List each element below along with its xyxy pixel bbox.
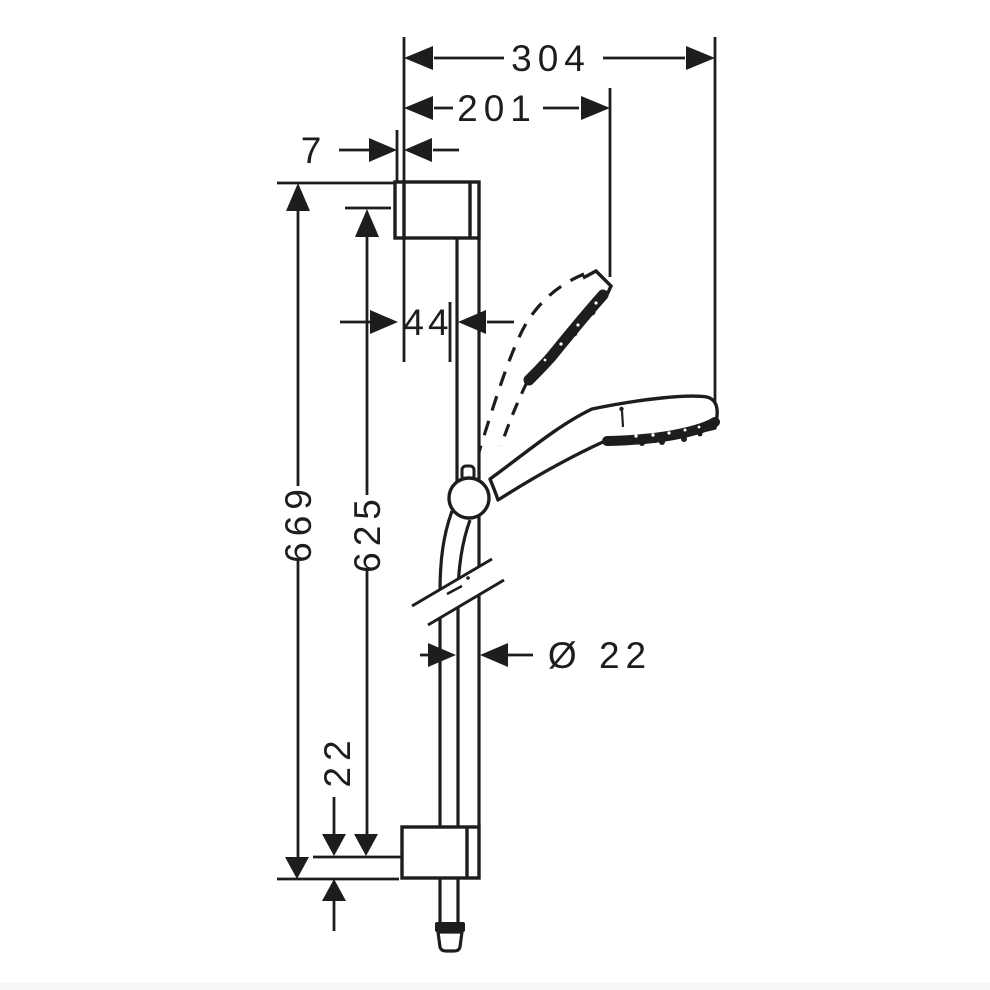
spray-mode-button xyxy=(620,410,625,428)
top-wall-bracket xyxy=(393,180,481,240)
arrowhead xyxy=(581,96,610,120)
bottom-wall-bracket xyxy=(400,825,481,880)
dim-overall-height: 669 xyxy=(278,183,319,879)
dim-bar-length: 625 xyxy=(347,209,388,856)
page-edge-shadow xyxy=(0,983,990,990)
arrowhead xyxy=(428,643,456,667)
dashed-head-tip-cap xyxy=(582,268,614,298)
arrowhead xyxy=(458,310,486,334)
hand-shower-dashed-position xyxy=(477,268,614,453)
arrowhead xyxy=(404,46,433,70)
dim-label-7: 7 xyxy=(301,130,322,171)
dim-label-625: 625 xyxy=(347,493,388,573)
dim-label-22: 22 xyxy=(317,734,358,787)
arrowhead xyxy=(355,209,379,237)
arrowhead xyxy=(354,834,378,856)
hose-break-lines xyxy=(411,557,505,627)
dim-bottom-gap: 22 xyxy=(317,734,358,931)
arrowhead xyxy=(404,138,432,162)
dim-label-44: 44 xyxy=(403,302,452,343)
hand-shower-solid xyxy=(488,394,720,502)
slider-body xyxy=(447,476,491,520)
arrowhead xyxy=(369,138,397,162)
dim-label-diameter-22: Ø 22 xyxy=(548,635,652,676)
arrowhead xyxy=(285,857,309,879)
arrowhead xyxy=(404,96,433,120)
dim-bar-diameter: Ø 22 xyxy=(420,635,652,676)
hand-shower-spray-face xyxy=(602,417,720,446)
extension-lines xyxy=(277,37,717,881)
dim-overall-width: 304 xyxy=(404,38,715,79)
arrowhead xyxy=(322,879,346,901)
dim-label-669: 669 xyxy=(278,483,319,563)
hose-connector-nut xyxy=(435,922,465,953)
dim-wall-plate: 7 xyxy=(301,130,459,171)
dim-bar-offset: 44 xyxy=(340,302,514,343)
slider-holder xyxy=(447,464,491,520)
arrowhead xyxy=(480,643,508,667)
dim-label-304: 304 xyxy=(511,38,591,79)
arrowhead xyxy=(686,46,715,70)
dim-upper-width: 201 xyxy=(404,88,610,129)
dim-label-201: 201 xyxy=(457,88,537,129)
arrowhead xyxy=(322,834,346,856)
arrowhead xyxy=(370,310,398,334)
arrowhead xyxy=(286,183,310,211)
